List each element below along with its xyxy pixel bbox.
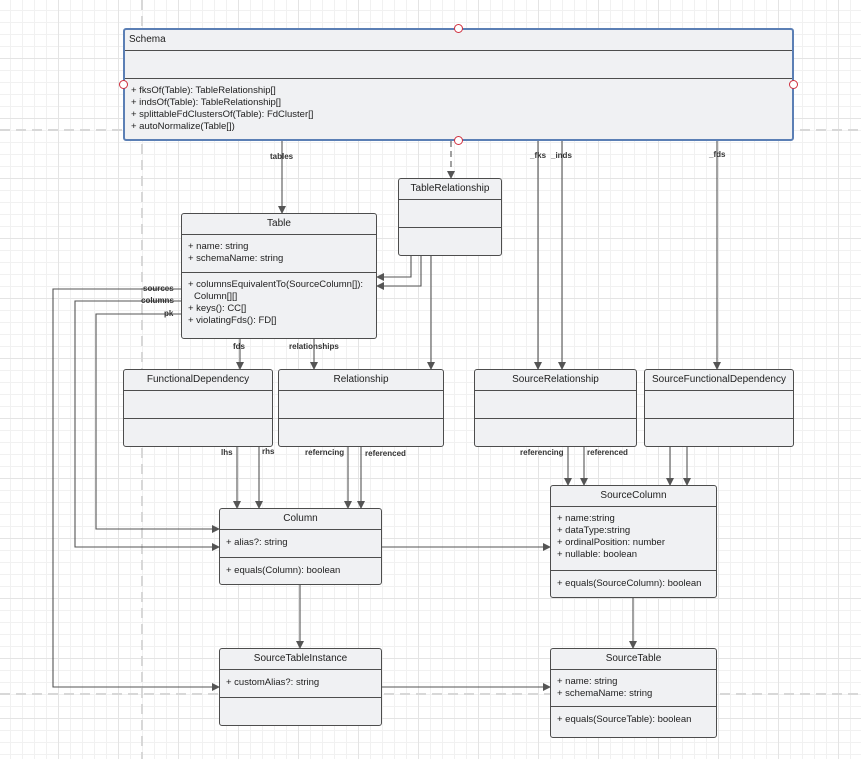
source-column-attribute: + name:string bbox=[557, 513, 615, 524]
schema-method: + autoNormalize(Table[]) bbox=[131, 121, 235, 132]
column-attributes: + alias?: string bbox=[220, 530, 381, 558]
edge-label-fds: fds bbox=[233, 342, 245, 351]
source-functional-dependency-attributes bbox=[645, 391, 793, 419]
source-functional-dependency-methods bbox=[645, 419, 793, 446]
source-table-attribute: + name: string bbox=[557, 676, 618, 687]
relationship-methods bbox=[279, 419, 443, 446]
source-table-attribute: + schemaName: string bbox=[557, 688, 653, 699]
table-methods: + columnsEquivalentTo(SourceColumn[]): C… bbox=[182, 273, 376, 331]
table-relationship-methods bbox=[399, 228, 501, 255]
source-functional-dependency-class[interactable]: SourceFunctionalDependency bbox=[644, 369, 794, 447]
source-relationship-methods bbox=[475, 419, 636, 446]
edge-label-pk: pk bbox=[164, 309, 174, 318]
source-column-attributes: + name:string + dataType:string + ordina… bbox=[551, 507, 716, 571]
edge-label-fds-top: _fds bbox=[709, 150, 726, 159]
edge-tablerel-table-1 bbox=[376, 256, 412, 281]
schema-method: + indsOf(Table): TableRelationship[] bbox=[131, 97, 282, 108]
column-title: Column bbox=[220, 509, 381, 530]
edge-label-src-referencing: referencing bbox=[520, 448, 564, 457]
table-title: Table bbox=[182, 214, 376, 235]
edge-label-lhs: lhs bbox=[221, 448, 233, 457]
schema-method: + splittableFdClustersOf(Table): FdClust… bbox=[131, 109, 314, 120]
edge-label-rel-referencing: referncing bbox=[305, 448, 345, 457]
table-relationship-title: TableRelationship bbox=[399, 179, 501, 200]
relationship-title: Relationship bbox=[279, 370, 443, 391]
resize-handle-bottom[interactable] bbox=[454, 136, 463, 145]
edge-label-columns: columns bbox=[141, 296, 174, 305]
table-method: + violatingFds(): FD[] bbox=[188, 315, 277, 326]
source-column-attribute: + ordinalPosition: number bbox=[557, 537, 665, 548]
table-method: + columnsEquivalentTo(SourceColumn[]): bbox=[188, 279, 364, 290]
table-attributes: + name: string + schemaName: string bbox=[182, 235, 376, 273]
source-table-attributes: + name: string + schemaName: string bbox=[551, 670, 716, 707]
source-column-class[interactable]: SourceColumn + name:string + dataType:st… bbox=[550, 485, 717, 598]
functional-dependency-attributes bbox=[124, 391, 272, 419]
source-table-instance-methods bbox=[220, 698, 381, 725]
functional-dependency-methods bbox=[124, 419, 272, 446]
source-column-method: + equals(SourceColumn): boolean bbox=[557, 578, 702, 589]
table-method: + keys(): CC[] bbox=[188, 303, 247, 314]
edge-sources bbox=[52, 288, 220, 691]
source-column-title: SourceColumn bbox=[551, 486, 716, 507]
source-column-methods: + equals(SourceColumn): boolean bbox=[551, 571, 716, 594]
edge-label-relationships: relationships bbox=[289, 342, 339, 351]
schema-attributes bbox=[125, 51, 792, 79]
column-class[interactable]: Column + alias?: string + equals(Column)… bbox=[219, 508, 382, 585]
edge-label-rhs: rhs bbox=[262, 447, 275, 456]
source-column-attribute: + dataType:string bbox=[557, 525, 631, 536]
edge-label-src-referenced: referenced bbox=[587, 448, 628, 457]
edge-tablerel-table-2 bbox=[376, 256, 422, 290]
source-table-method: + equals(SourceTable): boolean bbox=[557, 714, 692, 725]
schema-class[interactable]: Schema + fksOf(Table): TableRelationship… bbox=[123, 28, 794, 141]
table-attribute: + name: string bbox=[188, 241, 249, 252]
edge-label-fks: _fks bbox=[530, 151, 547, 160]
source-table-methods: + equals(SourceTable): boolean bbox=[551, 707, 716, 730]
column-attribute: + alias?: string bbox=[226, 537, 288, 548]
source-table-class[interactable]: SourceTable + name: string + schemaName:… bbox=[550, 648, 717, 738]
source-table-instance-class[interactable]: SourceTableInstance + customAlias?: stri… bbox=[219, 648, 382, 726]
schema-methods: + fksOf(Table): TableRelationship[] + in… bbox=[125, 79, 792, 137]
functional-dependency-title: FunctionalDependency bbox=[124, 370, 272, 391]
source-column-attribute: + nullable: boolean bbox=[557, 549, 638, 560]
source-relationship-attributes bbox=[475, 391, 636, 419]
relationship-class[interactable]: Relationship bbox=[278, 369, 444, 447]
table-relationship-attributes bbox=[399, 200, 501, 228]
relationship-attributes bbox=[279, 391, 443, 419]
resize-handle-left[interactable] bbox=[119, 80, 128, 89]
source-table-title: SourceTable bbox=[551, 649, 716, 670]
edge-label-sources: sources bbox=[143, 284, 174, 293]
source-table-instance-attributes: + customAlias?: string bbox=[220, 670, 381, 698]
table-attribute: + schemaName: string bbox=[188, 253, 284, 264]
edge-pk bbox=[95, 313, 220, 533]
column-method: + equals(Column): boolean bbox=[226, 565, 341, 576]
table-relationship-class[interactable]: TableRelationship bbox=[398, 178, 502, 256]
source-table-instance-title: SourceTableInstance bbox=[220, 649, 381, 670]
functional-dependency-class[interactable]: FunctionalDependency bbox=[123, 369, 273, 447]
edge-label-inds: _inds bbox=[551, 151, 572, 160]
source-relationship-class[interactable]: SourceRelationship bbox=[474, 369, 637, 447]
source-relationship-title: SourceRelationship bbox=[475, 370, 636, 391]
edge-label-rel-referenced: referenced bbox=[365, 449, 406, 458]
table-method: Column[][] bbox=[194, 291, 238, 302]
edge-columns bbox=[74, 300, 220, 551]
schema-title: Schema bbox=[125, 30, 792, 51]
source-table-instance-attribute: + customAlias?: string bbox=[226, 677, 320, 688]
table-class[interactable]: Table + name: string + schemaName: strin… bbox=[181, 213, 377, 339]
source-functional-dependency-title: SourceFunctionalDependency bbox=[645, 370, 793, 391]
resize-handle-top[interactable] bbox=[454, 24, 463, 33]
schema-method: + fksOf(Table): TableRelationship[] bbox=[131, 85, 276, 96]
edge-label-tables: tables bbox=[270, 152, 294, 161]
column-methods: + equals(Column): boolean bbox=[220, 558, 381, 581]
resize-handle-right[interactable] bbox=[789, 80, 798, 89]
